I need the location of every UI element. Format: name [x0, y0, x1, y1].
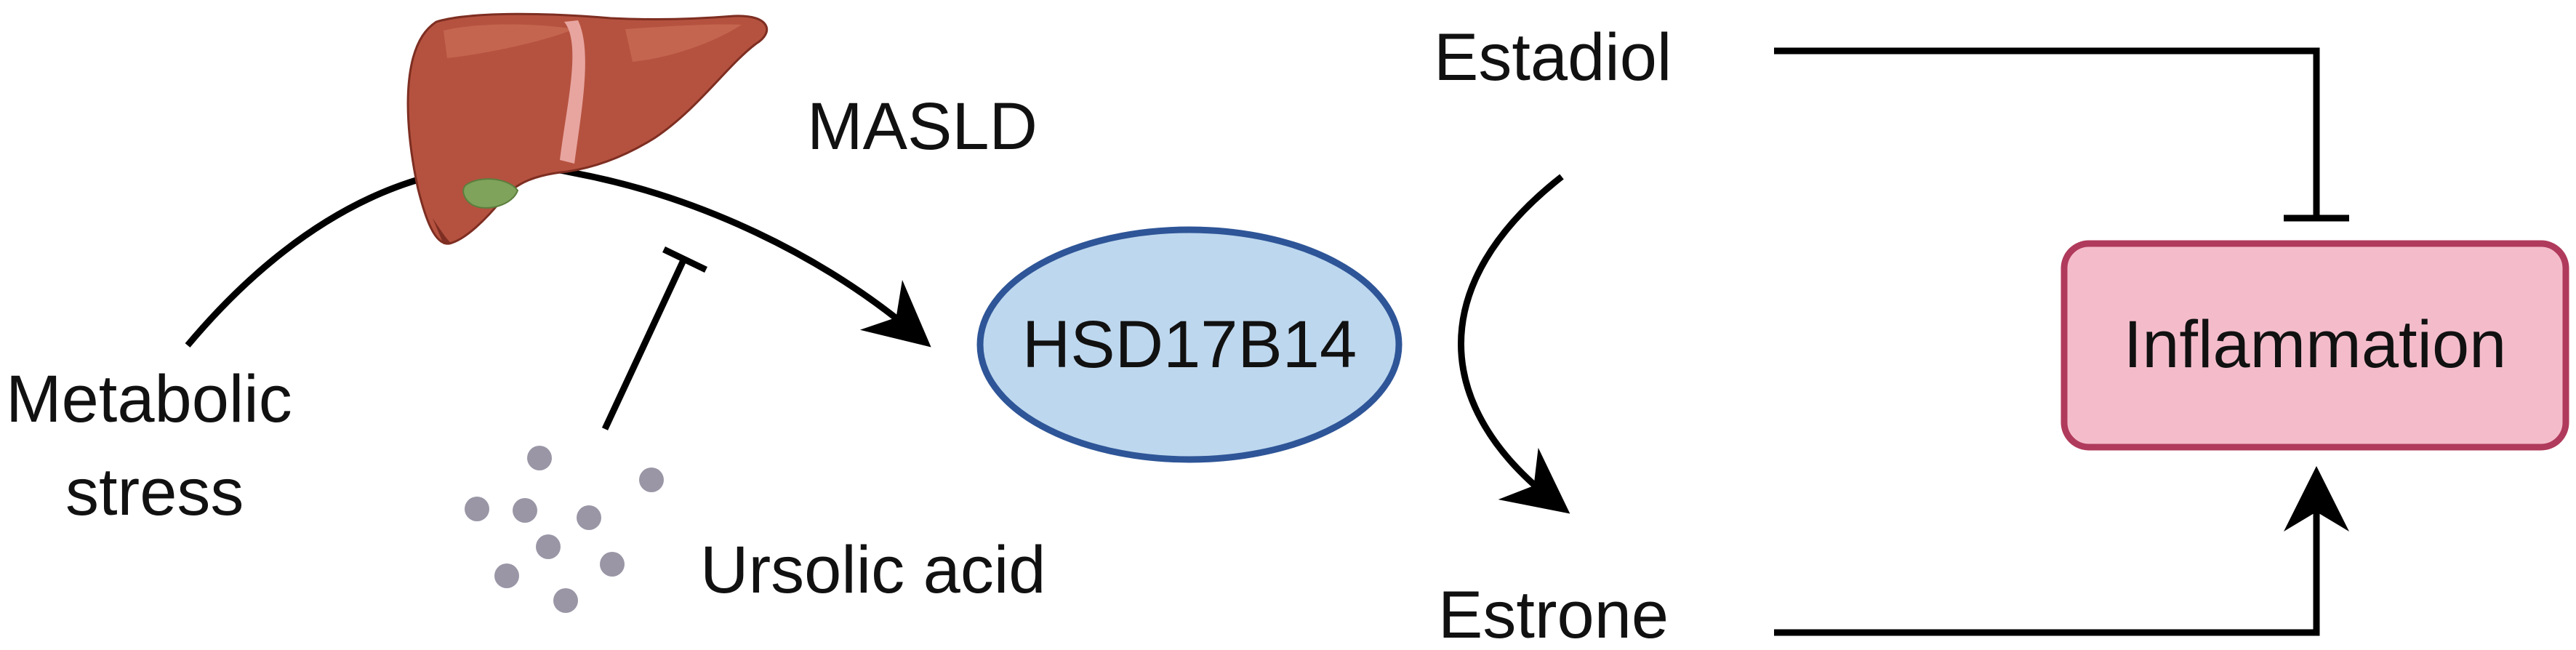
estadiol-to-estrone-arrow — [1458, 174, 1570, 514]
ursolic-acid-inhibition-bar — [662, 246, 707, 273]
hsd17b14-node — [976, 226, 1403, 463]
metabolic-stress-label-line1: Metabolic — [6, 362, 292, 436]
estadiol-label: Estadiol — [1434, 20, 1672, 95]
inflammation-node — [2061, 240, 2569, 451]
estadiol-inhibits-inflammation-line — [1774, 47, 2320, 218]
estrone-promotes-inflammation-arrow — [1774, 466, 2349, 636]
ursolic-acid-inhibition-line — [601, 259, 687, 430]
metabolic-stress-label-line2: stress — [65, 455, 244, 529]
hsd17b14-label: HSD17B14 — [1022, 308, 1357, 382]
estrone-label: Estrone — [1438, 578, 1669, 650]
ursolic-acid-molecules-icon — [465, 446, 664, 613]
liver-icon — [406, 12, 769, 245]
inflammation-label: Inflammation — [2124, 308, 2507, 382]
ursolic-acid-label: Ursolic acid — [700, 533, 1046, 607]
metabolic-stress-to-hsd17b14-arrow — [185, 162, 931, 348]
masld-label: MASLD — [807, 89, 1038, 164]
